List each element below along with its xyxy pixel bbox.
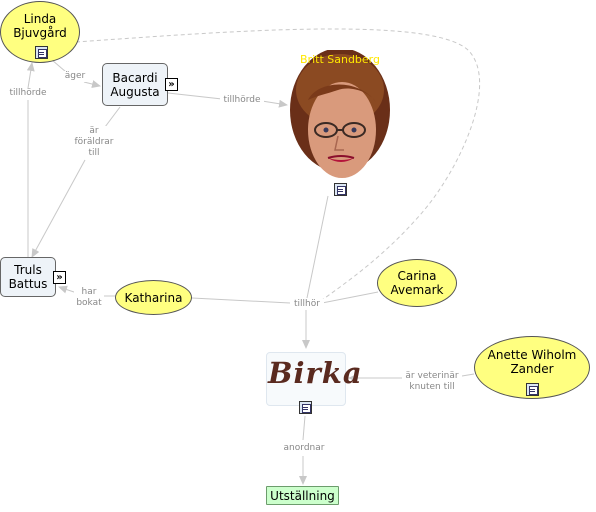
link-label-ar-veterinar: är veterinär knuten till: [402, 371, 462, 393]
britt-sandberg-photo: [290, 50, 390, 178]
link-tillhorde-linda: [26, 62, 35, 89]
link-carina-tillhor: [321, 291, 379, 304]
node-utstallning[interactable]: Utställning: [266, 486, 339, 505]
node-bacardi[interactable]: Bacardi Augusta: [102, 63, 168, 106]
node-linda-label: Linda Bjuvgård: [13, 12, 67, 40]
node-katharina-label: Katharina: [124, 290, 183, 305]
document-icon[interactable]: [334, 183, 347, 196]
document-icon[interactable]: [35, 46, 48, 59]
link-bacardi-foraldrar: [104, 106, 121, 128]
link-anette-veterinar: [461, 373, 475, 377]
link-linda-ager: [51, 59, 67, 73]
link-label-tillhorde-mid: tillhörde: [220, 95, 264, 106]
node-utstallning-label: Utställning: [270, 488, 335, 503]
document-icon[interactable]: [526, 383, 539, 396]
link-label-ager: äger: [61, 71, 89, 82]
link-icon[interactable]: »: [165, 78, 178, 91]
link-icon[interactable]: »: [53, 271, 66, 284]
link-label-anordnar: anordnar: [282, 443, 326, 454]
link-label-tillhor: tillhör: [290, 299, 324, 310]
node-katharina[interactable]: Katharina: [115, 280, 192, 315]
link-katharina-tillhor: [191, 297, 291, 304]
document-icon[interactable]: [299, 401, 312, 414]
node-carina-label: Carina Avemark: [390, 269, 444, 297]
link-ager-bacardi: [83, 80, 101, 88]
node-truls[interactable]: Truls Battus: [0, 257, 56, 297]
node-bacardi-label: Bacardi Augusta: [110, 70, 160, 99]
link-bacardi-tillhorde: [167, 92, 223, 100]
link-foraldrar-truls: [31, 159, 86, 258]
link-dashed-linda-tillhor: [75, 28, 481, 301]
node-birka[interactable]: [266, 352, 346, 406]
link-tillhorde-britt: [261, 99, 288, 108]
node-truls-label: Truls Battus: [8, 263, 48, 291]
node-carina[interactable]: Carina Avemark: [377, 259, 457, 307]
link-label-tillhorde-left: tillhörde: [6, 88, 50, 99]
link-label-ar-foraldrar-till: är föräldrar till: [72, 126, 116, 159]
link-birka-anordnar: [302, 415, 306, 441]
link-label-har-bokat: har bokat: [74, 287, 104, 309]
node-anette-label: Anette Wiholm Zander: [487, 347, 577, 376]
node-britt-label: Britt Sandberg: [300, 53, 380, 66]
link-britt-tillhor: [306, 195, 329, 299]
birka-logo: Birka: [268, 356, 363, 390]
